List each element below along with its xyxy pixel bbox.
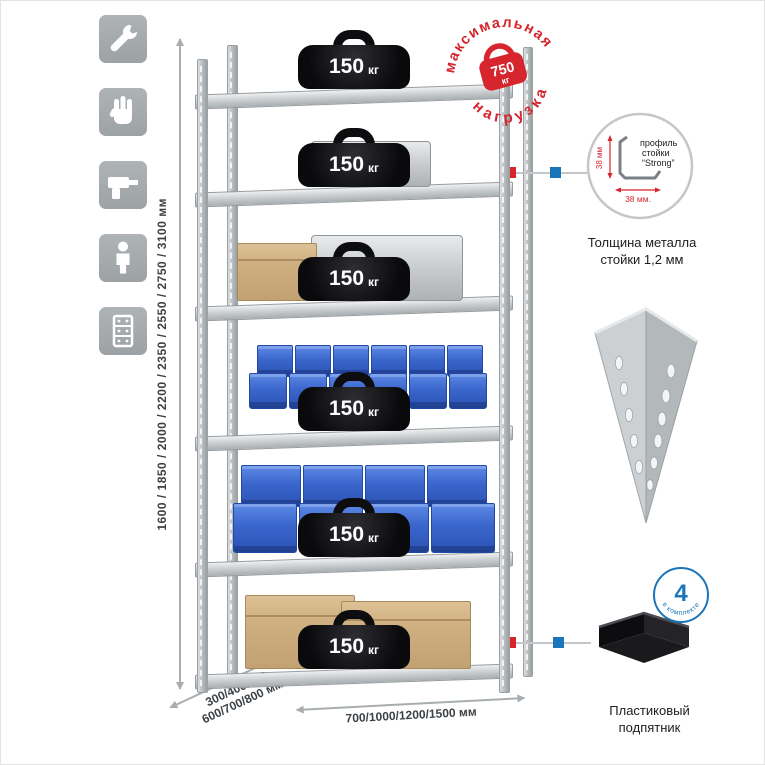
storage-bin [249, 373, 287, 409]
width-dimension-label: 700/1000/1200/1500 мм [345, 704, 477, 726]
load-value: 150 [328, 635, 365, 658]
wrench-icon [99, 15, 147, 63]
storage-bin [257, 345, 293, 377]
width-dimension: 700/1000/1200/1500 мм [296, 697, 526, 728]
post-profile-detail: 38 мм 38 мм. профиль стойки “Strong” [585, 111, 695, 226]
load-value: 150 [328, 55, 365, 78]
profile-drawing [618, 135, 662, 180]
storage-bin-row [257, 345, 483, 377]
callout-marker-red-bottom [505, 637, 516, 648]
weight-handle [333, 610, 375, 627]
load-unit: кг [368, 275, 380, 289]
badge-number: 4 [674, 580, 688, 607]
weight-handle [333, 30, 375, 47]
callout-marker-red-top [505, 167, 516, 178]
callout-marker-blue-top [550, 167, 561, 178]
profile-label-2: стойки [642, 148, 670, 158]
load-unit: кг [368, 161, 380, 175]
weight-handle [333, 128, 375, 145]
plastic-foot-detail [589, 587, 701, 676]
rack-post-back-left [227, 45, 238, 677]
rack-post-back-right [523, 47, 533, 677]
profile-dim-vertical: 38 мм [595, 147, 604, 169]
storage-bin [427, 465, 487, 507]
profile-caption: Толщина металла стойки 1,2 мм [587, 235, 697, 267]
drill-icon [99, 161, 147, 209]
rack-icon [99, 307, 147, 355]
height-dimension-label: 1600 / 1850 / 2000 / 2200 / 2350 / 2550 … [155, 197, 169, 531]
profile-dim-horizontal: 38 мм. [625, 194, 651, 204]
profile-label-3: “Strong” [642, 158, 675, 168]
profile-label-1: профиль [640, 138, 678, 148]
callout-line-bottom [501, 642, 591, 644]
storage-bin [409, 373, 447, 409]
perforated-post-detail [589, 301, 704, 538]
weight-handle [333, 372, 375, 389]
load-unit: кг [368, 643, 380, 657]
storage-bin [447, 345, 483, 377]
load-value: 150 [328, 397, 365, 420]
included-count-badge: 4 в комплекте [651, 565, 711, 630]
max-load-stamp: максимальная нагрузка 750 кг [422, 1, 584, 152]
storage-bin [233, 503, 297, 553]
load-value: 150 [328, 523, 365, 546]
person-icon [99, 234, 147, 282]
storage-bin [409, 345, 445, 377]
load-value: 150 [328, 267, 365, 290]
height-dimension-line [176, 38, 184, 690]
load-unit: кг [368, 63, 380, 77]
weight-handle [333, 242, 375, 259]
rack-post-front-right [499, 59, 510, 693]
rack-post-front-left [197, 59, 208, 693]
load-value: 150 [328, 153, 365, 176]
callout-marker-blue-bottom [553, 637, 564, 648]
stamp-kettlebell: 750 кг [479, 43, 527, 91]
load-unit: кг [368, 405, 380, 419]
callout-line-top [501, 172, 587, 174]
stamp-bottom-text: нагрузка [467, 79, 559, 136]
storage-bin [431, 503, 495, 553]
stamp-load-unit: кг [500, 74, 511, 86]
stamp-load-value: 750 [489, 59, 516, 81]
storage-bin [241, 465, 301, 507]
load-unit: кг [368, 531, 380, 545]
work-gloves-icon [99, 88, 147, 136]
foot-caption: Пластиковый подпятник [609, 703, 690, 735]
storage-bin [449, 373, 487, 409]
weight-handle [333, 498, 375, 515]
